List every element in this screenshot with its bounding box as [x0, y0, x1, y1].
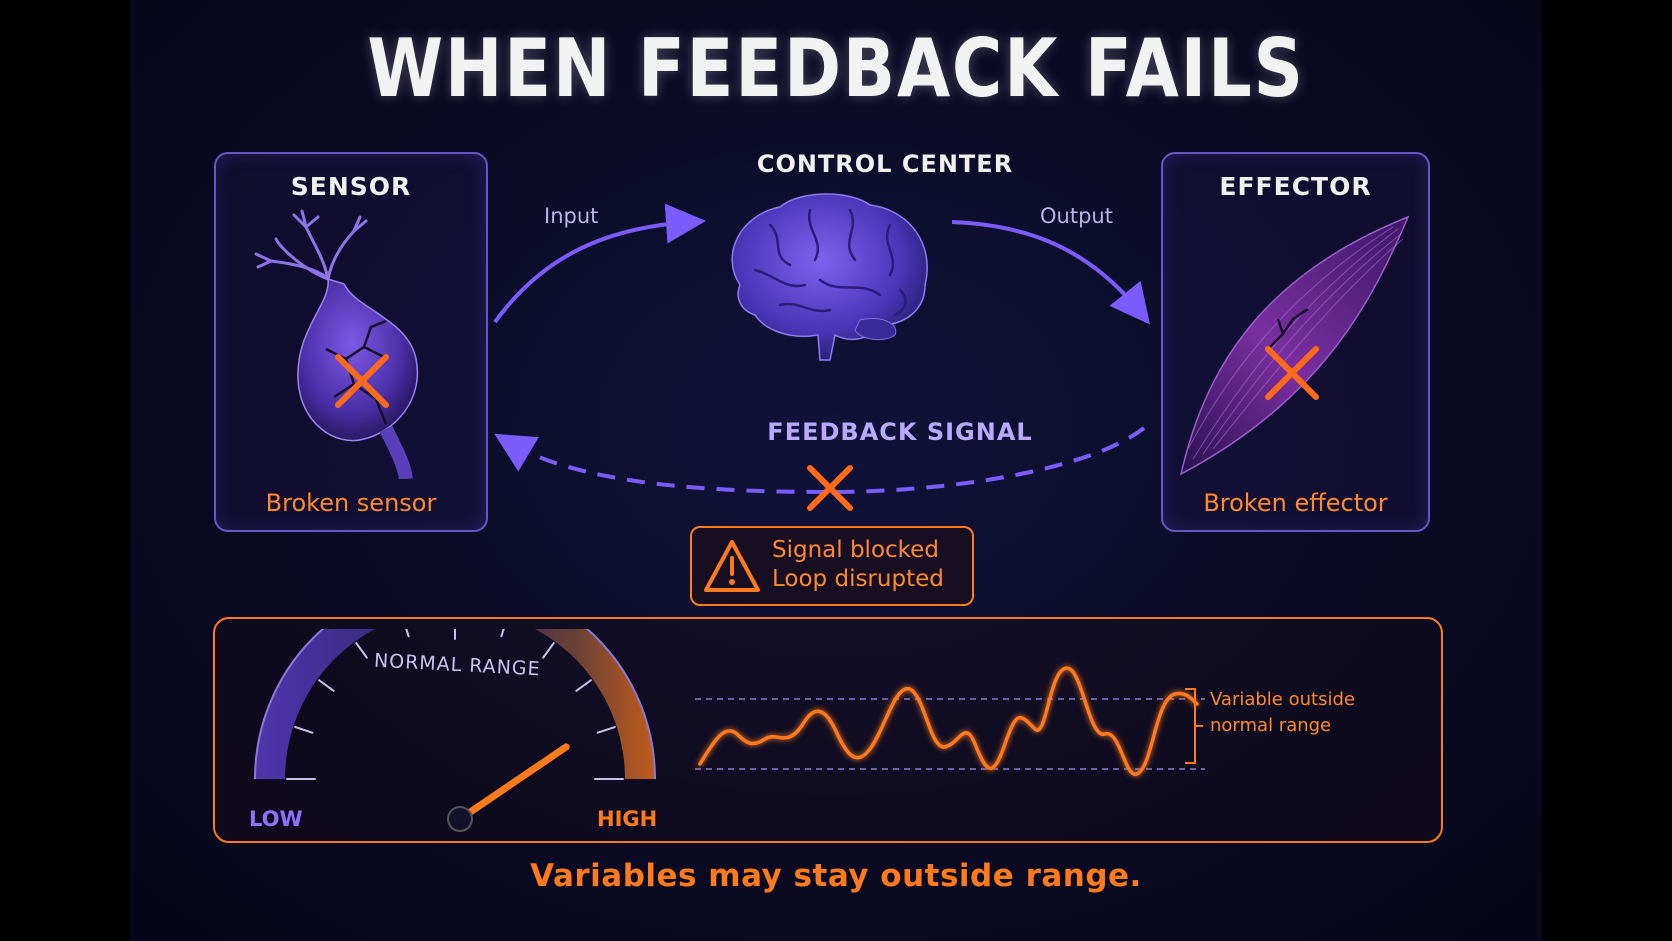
gauge-low-label: LOW	[249, 807, 303, 831]
effector-status: Broken effector	[1203, 489, 1388, 517]
waveform-annotation-line-1: Variable outside	[1210, 689, 1355, 710]
input-arrow	[493, 203, 706, 324]
gauge-tick	[405, 629, 410, 638]
brain-illustration	[731, 193, 928, 361]
muscle-illustration	[1179, 215, 1410, 476]
effector-title: EFFECTOR	[1219, 172, 1372, 201]
variable-waveform	[695, 666, 1205, 776]
gauge-tick	[575, 679, 592, 692]
output-arrow	[951, 220, 1151, 325]
gauge-ticks	[286, 629, 624, 780]
warning-icon	[704, 540, 760, 592]
broken-x-icon	[1265, 346, 1319, 400]
gauge-tick	[294, 726, 314, 734]
control-center-title: CONTROL CENTER	[756, 150, 1014, 178]
gauge-tick	[318, 679, 335, 692]
feedback-loop-arrows	[493, 203, 1151, 511]
signal-blocked-warning: Signal blocked Loop disrupted	[690, 526, 974, 606]
waveform-line	[698, 666, 1199, 776]
gauge-high-label: HIGH	[597, 807, 657, 831]
output-label: Output	[1040, 204, 1113, 228]
page-title: WHEN FEEDBACK FAILS	[367, 22, 1305, 115]
sensor-status: Broken sensor	[265, 489, 437, 517]
warning-line-1: Signal blocked	[772, 537, 939, 563]
gauge-needle	[456, 743, 570, 823]
input-label: Input	[544, 204, 599, 228]
gauge-tick	[542, 642, 555, 659]
footer-caption: Variables may stay outside range.	[530, 858, 1142, 894]
sensor-panel: SENSOR	[214, 152, 488, 532]
neuron-illustration	[254, 209, 419, 479]
range-bracket	[1185, 688, 1203, 764]
sensor-title: SENSOR	[290, 172, 412, 201]
normal-range-label: NORMAL RANGE	[373, 650, 541, 681]
broken-x-icon	[335, 354, 389, 408]
range-gauge: NORMAL RANGE LOW HIGH	[249, 629, 657, 832]
blocked-x-icon	[807, 465, 853, 511]
waveform-annotation-line-2: normal range	[1210, 715, 1332, 736]
infographic-canvas: WHEN FEEDBACK FAILS SENSOR	[130, 0, 1542, 941]
warning-line-2: Loop disrupted	[772, 566, 944, 592]
gauge-tick	[355, 642, 368, 659]
gauge-tick	[500, 629, 505, 638]
range-panel: NORMAL RANGE LOW HIGH Variable outside n…	[213, 617, 1443, 843]
feedback-signal-title: FEEDBACK SIGNAL	[767, 418, 1033, 446]
gauge-tick	[596, 726, 616, 734]
effector-panel: EFFECTOR	[1161, 152, 1430, 532]
